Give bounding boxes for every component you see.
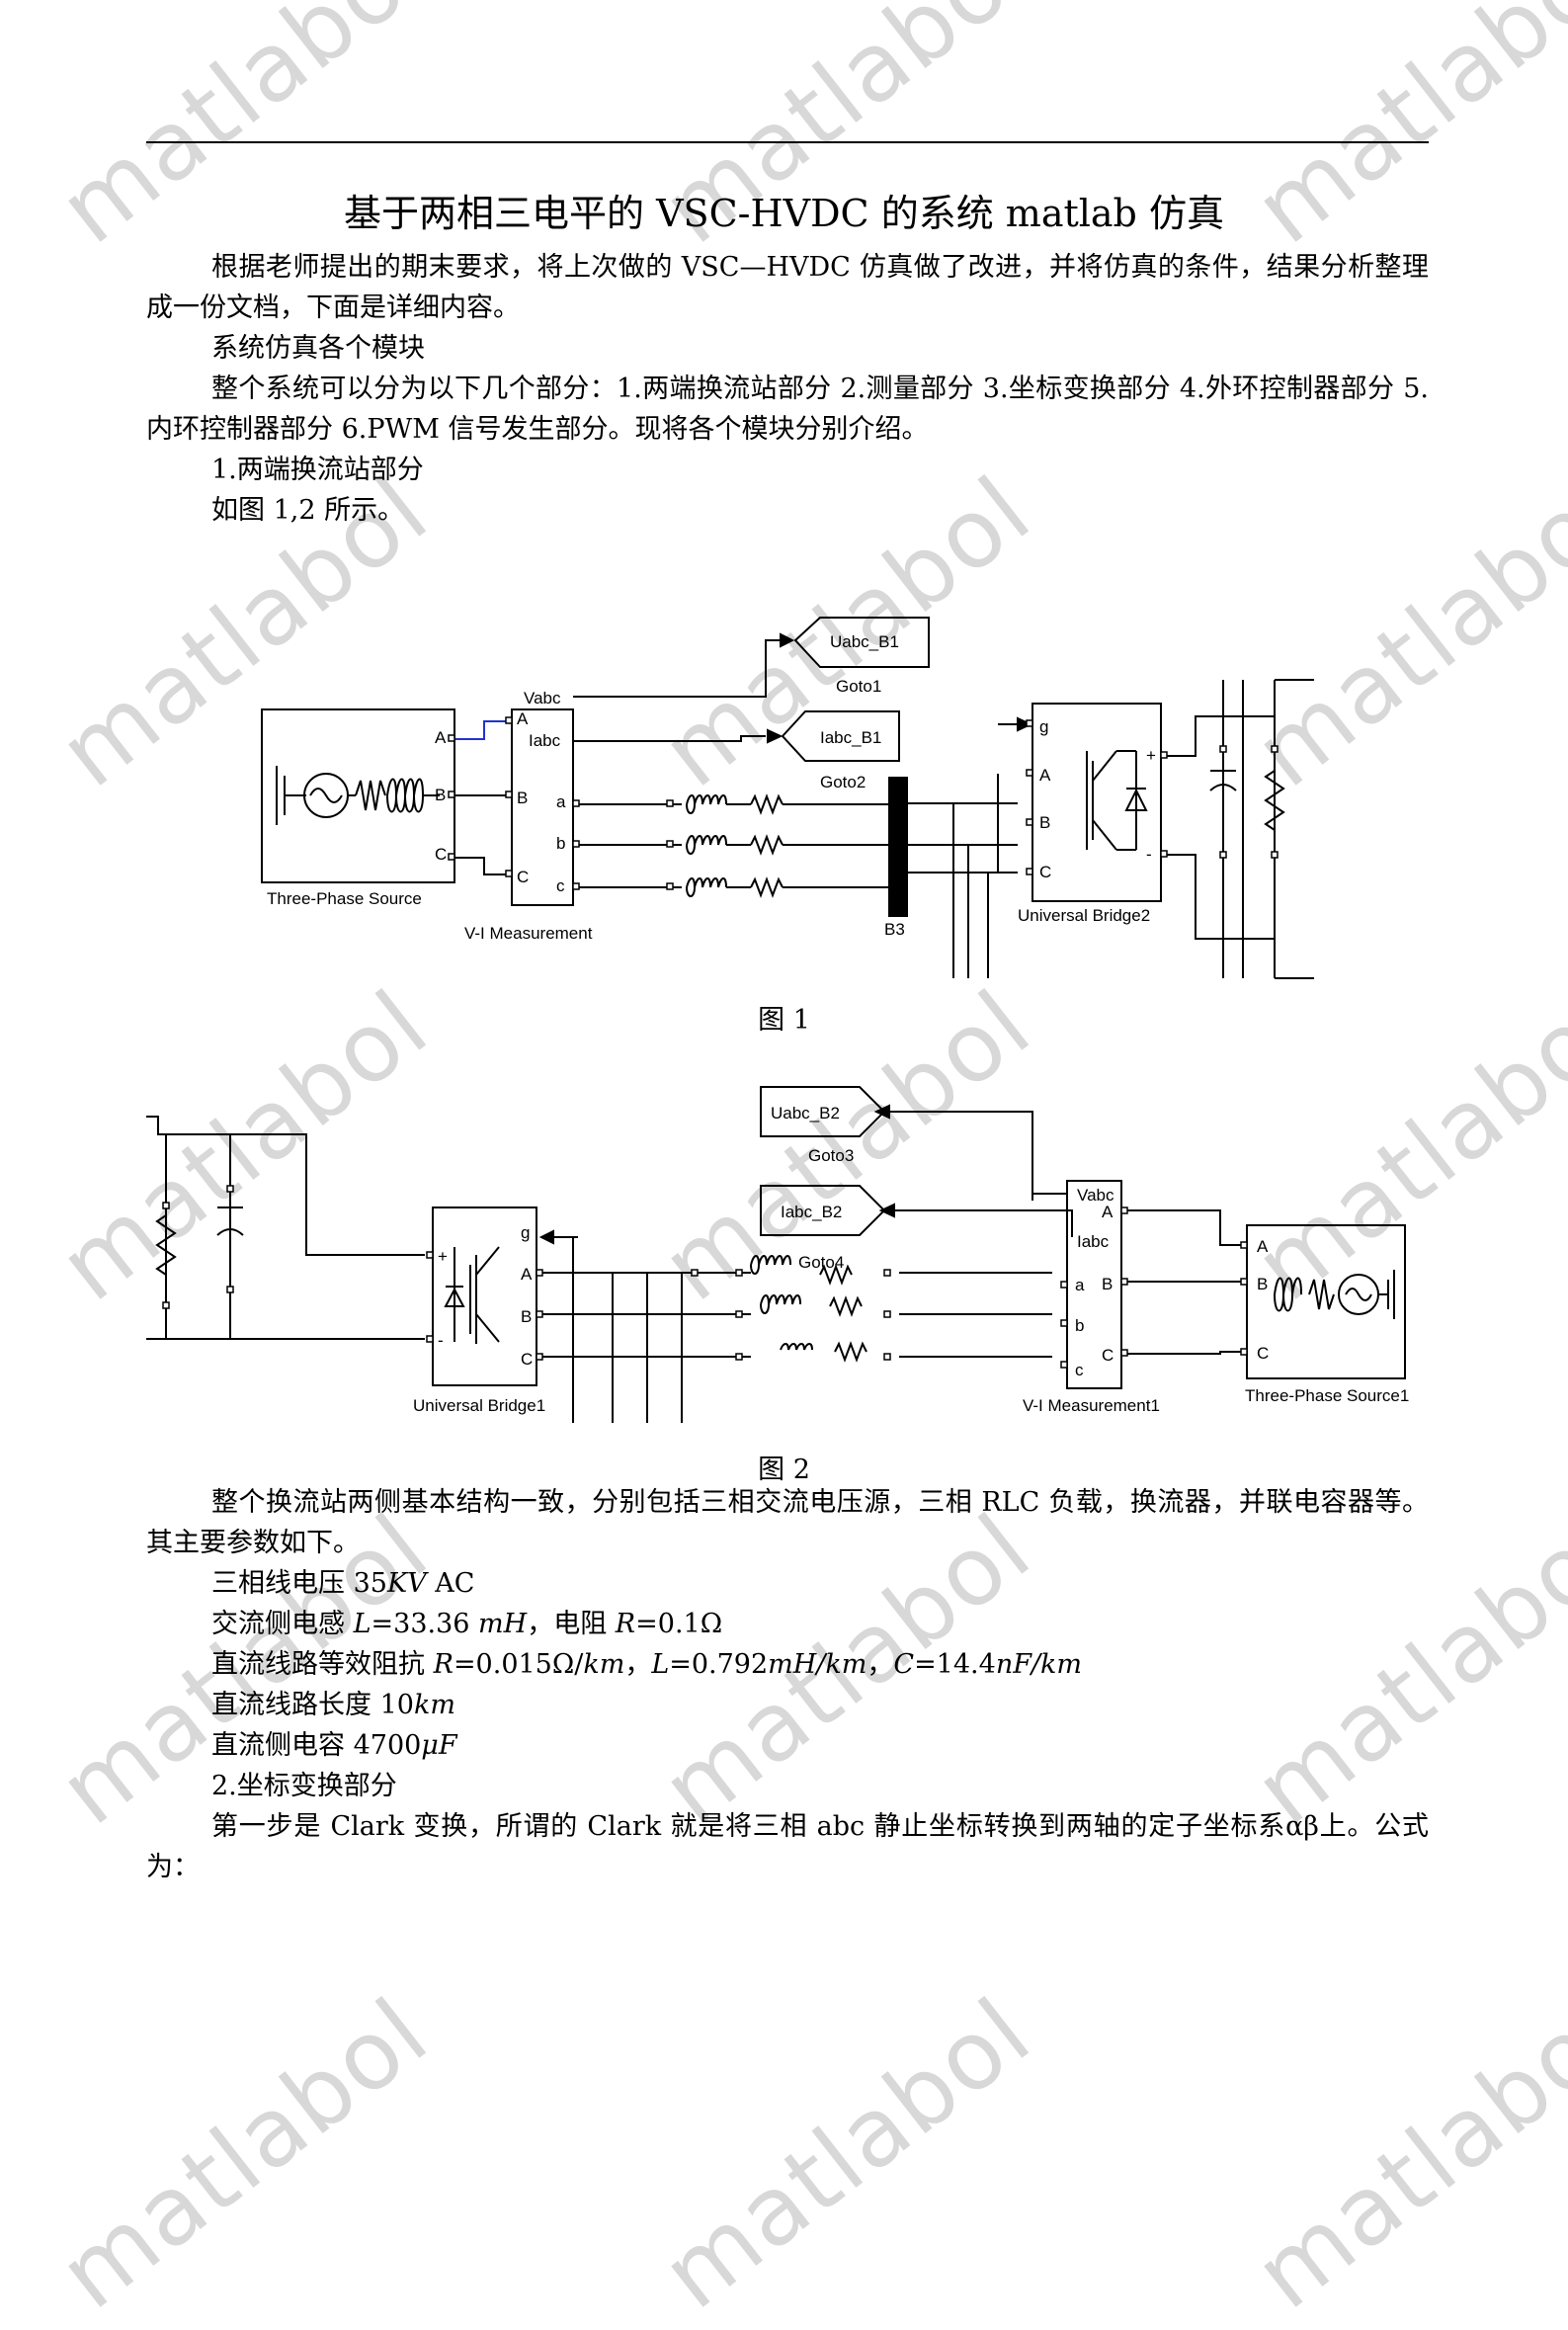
vi1-label: V-I Measurement1 xyxy=(1023,1396,1160,1415)
vi-port-c: c xyxy=(556,876,565,895)
vi1-port-a: a xyxy=(1075,1276,1085,1294)
bridge-port-minus: - xyxy=(1146,845,1152,864)
source-icon xyxy=(276,766,440,825)
source1-port-A: A xyxy=(1257,1237,1269,1256)
bridge1-port-a: A xyxy=(521,1265,533,1284)
source-port-a: A xyxy=(435,728,447,747)
bridge1-port-b: B xyxy=(521,1307,532,1326)
vi-port-A: A xyxy=(517,709,529,728)
bridge-port-a: A xyxy=(1039,766,1051,785)
vi1-port-C: C xyxy=(1102,1346,1114,1365)
goto-iabc-tag: Iabc_B1 xyxy=(820,728,881,747)
bridge1-port-c: C xyxy=(521,1350,533,1369)
phase-b-line xyxy=(573,834,889,856)
vi1-port-vabc: Vabc xyxy=(1077,1186,1114,1205)
document-page: matlabol matlabol matlabol matlabol matl… xyxy=(40,0,1568,2330)
bridge-port-g: g xyxy=(1039,717,1048,736)
param-ac-side: 交流侧电感 L=33.36 mH，电阻 R=0.1Ω xyxy=(211,1609,723,1639)
dc-resistor xyxy=(1264,716,1285,831)
vi1-port-A: A xyxy=(1102,1203,1114,1221)
vi-label: V-I Measurement xyxy=(464,924,593,943)
header-rule xyxy=(146,141,1429,143)
bridge1-label: Universal Bridge1 xyxy=(413,1396,545,1415)
param-dc-line: 直流线路等效阻抗 R=0.015Ω/km，L=0.792mH/km，C=14.4… xyxy=(211,1649,1082,1680)
source-port-b: B xyxy=(435,786,446,804)
goto4-label: Goto4 xyxy=(798,1253,844,1272)
bridge-port-b: B xyxy=(1039,813,1050,832)
goto-uabc2-tag: Uabc_B2 xyxy=(771,1104,840,1123)
phase-c-line xyxy=(573,876,889,898)
goto3-label: Goto3 xyxy=(808,1146,854,1165)
vi1-port-iabc: Iabc xyxy=(1077,1232,1110,1251)
dc-capacitor-2 xyxy=(216,1207,244,1236)
vi-port-a: a xyxy=(556,792,566,811)
bridge-label: Universal Bridge2 xyxy=(1018,906,1150,925)
bridge1-port-plus: + xyxy=(438,1247,448,1266)
section-heading-part1: 1.两端换流站部分 xyxy=(211,455,424,485)
dc-capacitor xyxy=(1209,716,1237,939)
vi-port-iabc: Iabc xyxy=(529,731,561,750)
clark-paragraph: 第一步是 Clark 变换，所谓的 Clark 就是将三相 abc 静止坐标转换… xyxy=(146,1811,1429,1882)
intro-section: 根据老师提出的期末要求，将上次做的 VSC—HVDC 仿真做了改进，并将仿真的条… xyxy=(146,247,1429,531)
vi1-port-c: c xyxy=(1075,1361,1084,1379)
figure-2-caption: 图 2 xyxy=(758,1455,810,1485)
param-line-length: 直流线路长度 10km xyxy=(211,1690,455,1720)
source1-port-B: B xyxy=(1257,1275,1268,1293)
universal-bridge2-block xyxy=(1032,703,1162,902)
goto2-label: Goto2 xyxy=(820,773,866,791)
vi1-port-B: B xyxy=(1102,1275,1113,1293)
bus-b3 xyxy=(888,777,908,917)
bus-label: B3 xyxy=(884,920,905,939)
bridge-port-c: C xyxy=(1039,863,1051,881)
modules-paragraph: 整个系统可以分为以下几个部分：1.两端换流站部分 2.测量部分 3.坐标变换部分… xyxy=(146,374,1429,445)
param-dc-capacitor: 直流侧电容 4700μF xyxy=(211,1730,457,1761)
source1-icon xyxy=(1274,1270,1395,1319)
section-heading-modules: 系统仿真各个模块 xyxy=(211,333,425,364)
source-label: Three-Phase Source xyxy=(267,889,422,908)
igbt-diode-icon-2 xyxy=(444,1246,500,1344)
figure-2-diagram: g A B C + - Universal Bridge1 Uabc_B2 Go… xyxy=(146,1086,1409,1423)
source-port-c: C xyxy=(435,845,447,864)
source1-port-C: C xyxy=(1257,1344,1269,1363)
figure-reference: 如图 1,2 所示。 xyxy=(211,495,405,526)
intro-paragraph: 根据老师提出的期末要求，将上次做的 VSC—HVDC 仿真做了改进，并将仿真的条… xyxy=(146,252,1429,323)
three-phase-source1-block xyxy=(1246,1224,1406,1379)
igbt-diode-icon xyxy=(1086,750,1148,851)
vi1-port-b: b xyxy=(1075,1316,1084,1335)
goto1-label: Goto1 xyxy=(836,677,881,696)
param-voltage: 三相线电压 35KV AC xyxy=(211,1568,475,1599)
parameters-section: 整个换流站两侧基本结构一致，分别包括三相交流电压源，三相 RLC 负载，换流器，… xyxy=(146,1482,1429,1887)
vi-port-B: B xyxy=(517,789,528,807)
phase-a-line xyxy=(573,793,889,815)
figure-1-caption: 图 1 xyxy=(758,1005,810,1036)
vi-port-vabc: Vabc xyxy=(524,689,561,707)
bridge-port-plus: + xyxy=(1146,746,1156,765)
page-title: 基于两相三电平的 VSC-HVDC 的系统 matlab 仿真 xyxy=(344,192,1224,235)
vi-measurement-block xyxy=(511,708,574,906)
universal-bridge1-block xyxy=(432,1207,537,1386)
goto-iabc2-tag: Iabc_B2 xyxy=(781,1203,842,1221)
vi-port-b: b xyxy=(556,834,565,853)
converter-paragraph: 整个换流站两侧基本结构一致，分别包括三相交流电压源，三相 RLC 负载，换流器，… xyxy=(146,1487,1429,1558)
bridge1-port-minus: - xyxy=(438,1331,444,1350)
section-heading-part2: 2.坐标变换部分 xyxy=(211,1771,397,1801)
vi-port-C: C xyxy=(517,868,529,886)
bridge1-port-g: g xyxy=(521,1223,530,1242)
goto-uabc-tag: Uabc_B1 xyxy=(830,632,899,651)
source1-label: Three-Phase Source1 xyxy=(1245,1386,1409,1405)
figure-1-diagram: A B C Three-Phase Source Vabc A Iabc B C… xyxy=(261,617,1314,979)
